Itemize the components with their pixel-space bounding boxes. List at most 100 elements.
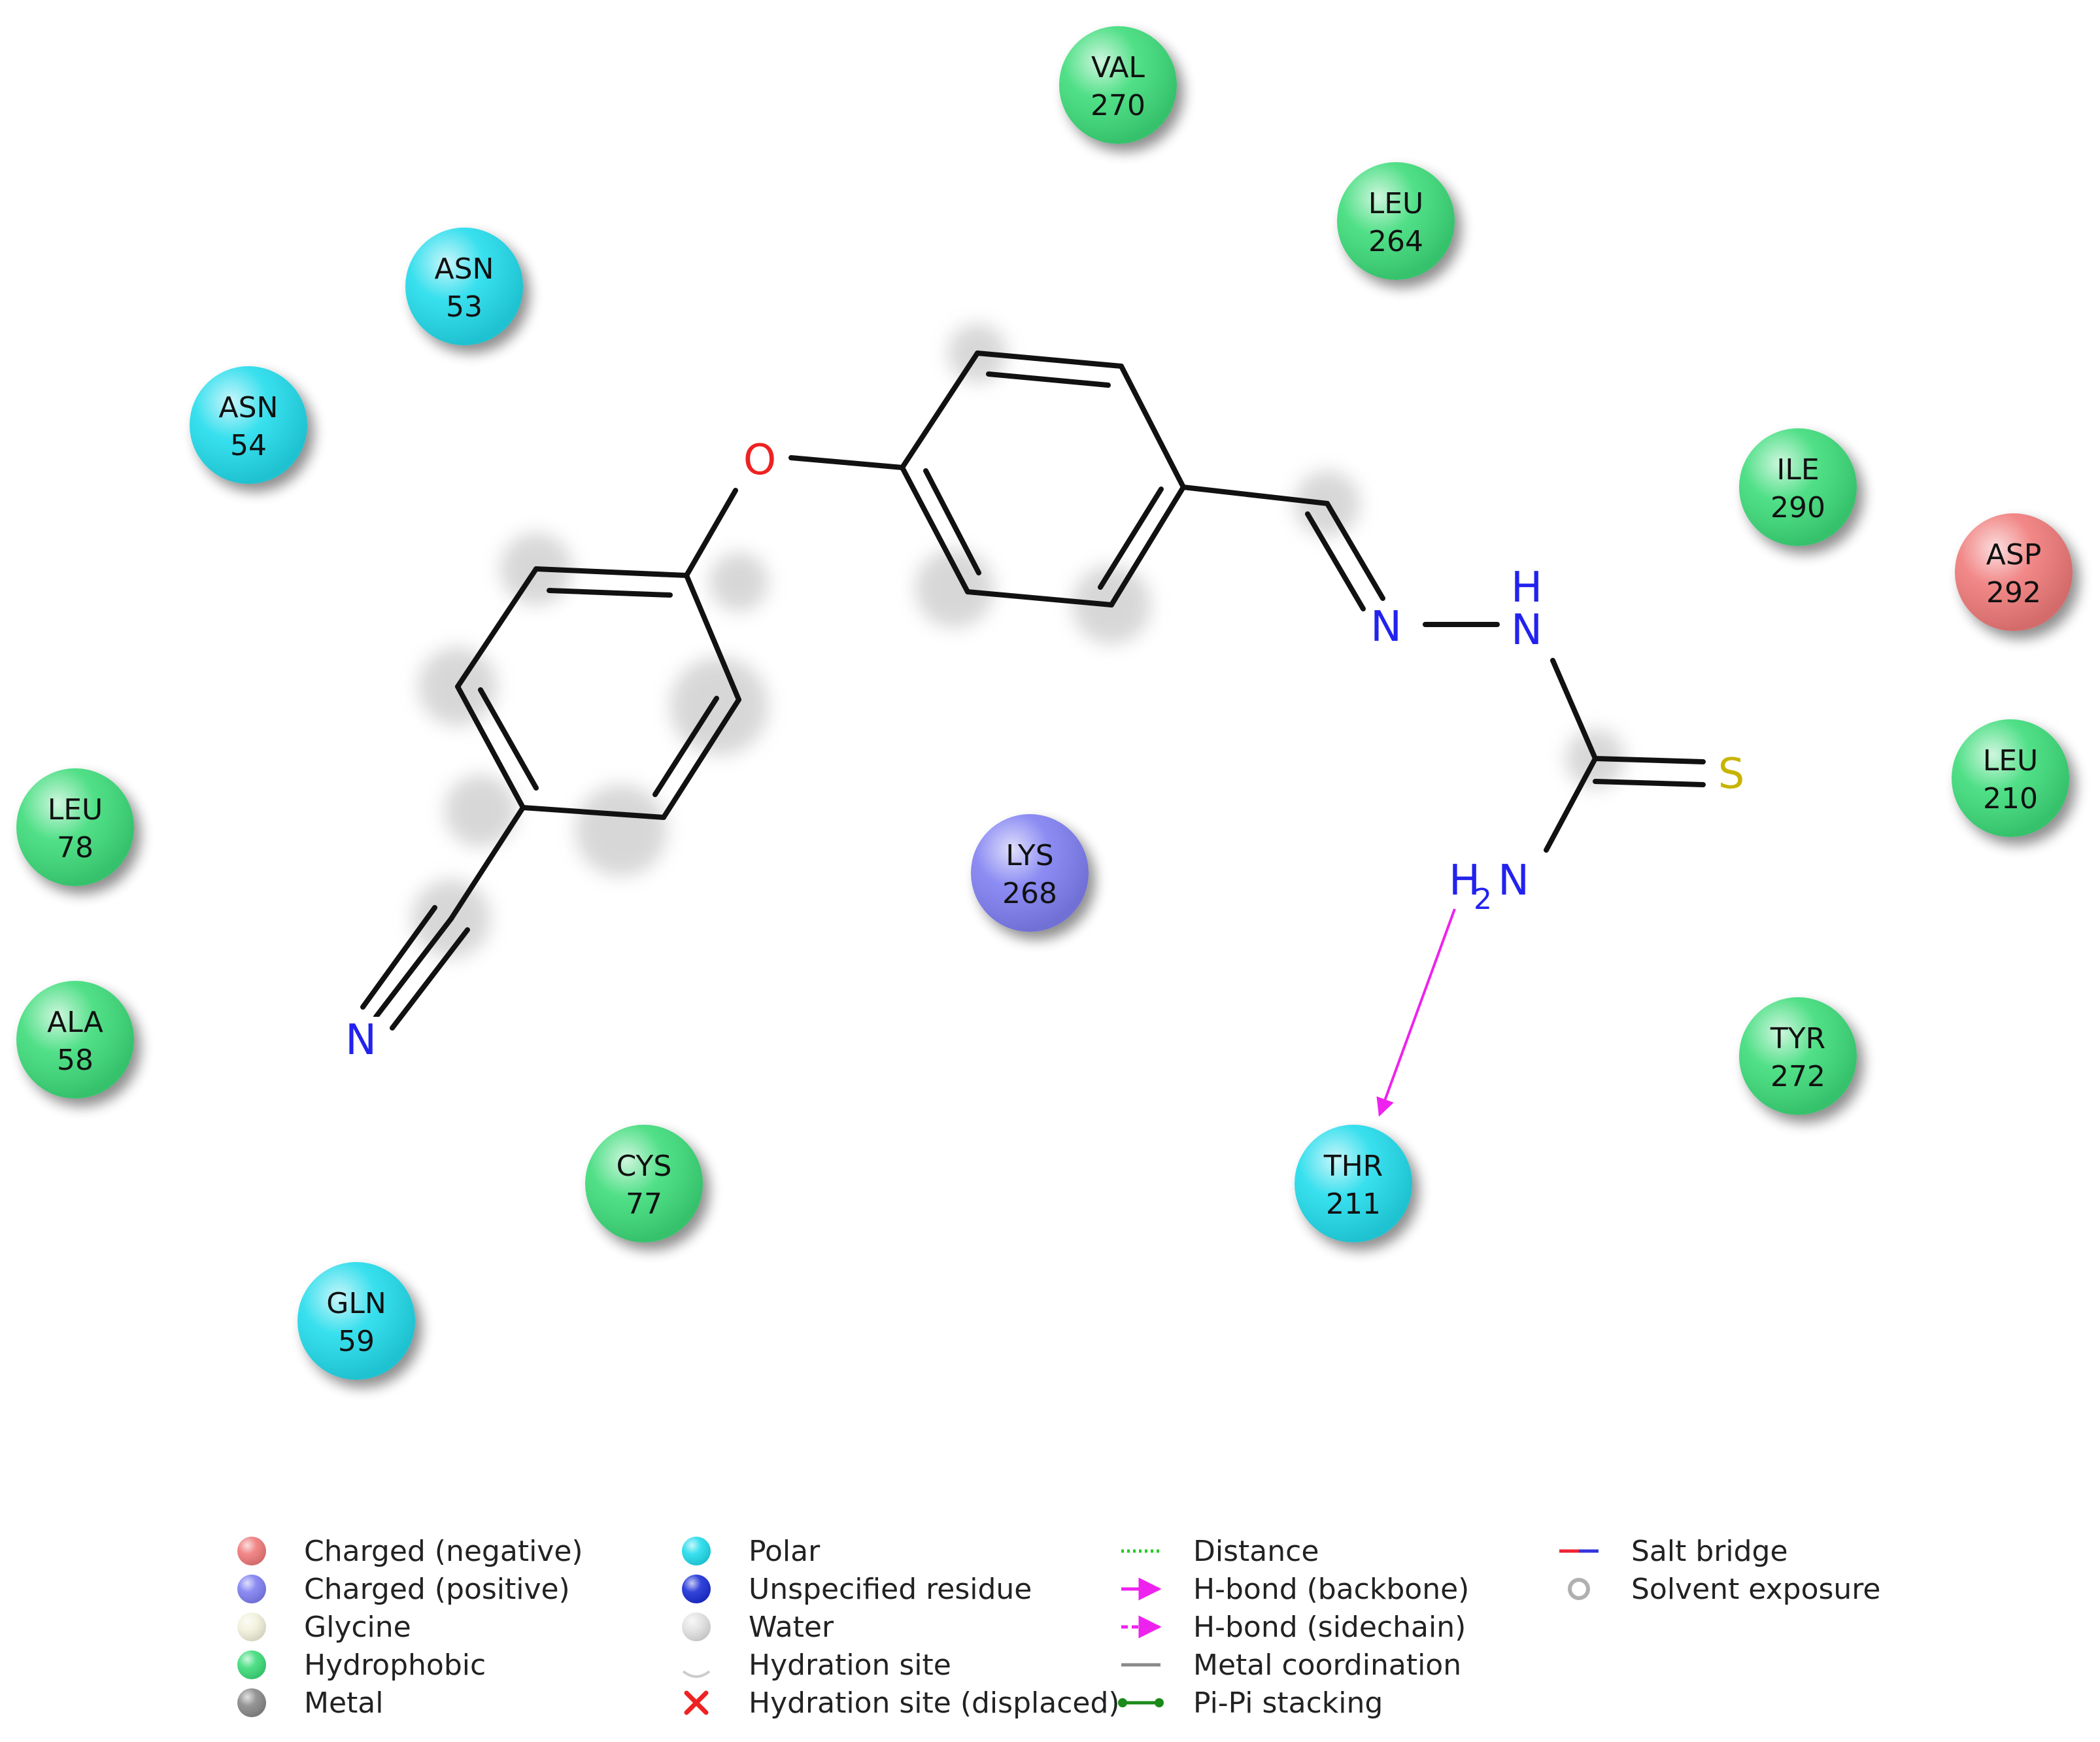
residue-number: 78 [57, 831, 93, 864]
residue-name: THR [1323, 1150, 1383, 1183]
legend-item: H-bond (backbone) [1121, 1573, 1469, 1606]
residue-sphere-shine [1955, 513, 2073, 631]
residue-val-270: VAL 270 [1059, 26, 1177, 144]
residue-name: TYR [1770, 1022, 1825, 1055]
legend-item: Hydration site [682, 1648, 951, 1682]
hydrazine-hydrogen-atom: H [1511, 564, 1542, 612]
bond [661, 697, 741, 820]
amine-hydrogen-atom: H [1449, 857, 1480, 905]
residue-number: 292 [1986, 576, 2041, 609]
legend-item: Hydrophobic [237, 1648, 486, 1682]
residue-number: 290 [1770, 491, 1825, 524]
bond [788, 455, 905, 470]
residue-number: 211 [1326, 1187, 1381, 1221]
legend-sphere-shine [237, 1575, 266, 1603]
legend-sphere-shine [682, 1575, 711, 1603]
bond [449, 805, 526, 921]
residue-number: 268 [1002, 877, 1057, 910]
pi-pi-dot-icon [1118, 1698, 1127, 1707]
residue-sphere-shine [1337, 162, 1455, 280]
bond-double [1593, 779, 1706, 787]
bond [684, 573, 741, 702]
residue-name: LEU [1368, 187, 1424, 220]
bond [1119, 364, 1186, 490]
legend-label: Polar [749, 1535, 821, 1568]
pi-pi-dot-icon [1155, 1698, 1164, 1707]
solvent-exposure-halo [670, 657, 768, 755]
bond-inner [1098, 487, 1164, 590]
residue-sphere-shine [16, 768, 134, 886]
legend-label: H-bond (sidechain) [1193, 1611, 1466, 1644]
residue-name: VAL [1091, 51, 1145, 84]
legend-item: Charged (negative) [237, 1535, 583, 1568]
legend-label: Hydration site (displaced) [749, 1686, 1120, 1720]
sulfur-atom: S [1718, 750, 1745, 798]
hbond-backbone-arrow [1376, 908, 1456, 1117]
residue-name: LYS [1006, 839, 1053, 872]
legend-item: Distance [1121, 1535, 1319, 1568]
legend-item: Solvent exposure [1568, 1573, 1881, 1606]
legend-item: Charged (positive) [237, 1573, 570, 1606]
residue-lys-268: LYS 268 [971, 814, 1089, 932]
bond [373, 916, 454, 1019]
solvent-exposure-icon [1568, 1578, 1590, 1600]
residue-number: 54 [230, 429, 267, 462]
legend-label: Metal [304, 1686, 383, 1720]
solvent-exposure-halo [915, 549, 994, 628]
legend-sphere-shine [237, 1537, 266, 1565]
residue-sphere-shine [1739, 997, 1857, 1115]
amine-subscript: 2 [1474, 883, 1492, 916]
residue-thr-211: THR 211 [1295, 1125, 1412, 1242]
bond [533, 566, 689, 578]
residue-sphere-shine [297, 1262, 415, 1380]
legend-sphere-shine [237, 1688, 266, 1717]
residue-name: ALA [47, 1006, 103, 1039]
bond [1593, 756, 1706, 764]
residue-name: LEU [1983, 744, 2039, 777]
residue-sphere-shine [16, 981, 134, 1099]
legend-label: Pi-Pi stacking [1193, 1686, 1383, 1720]
residue-sphere-shine [1059, 26, 1177, 144]
legend-label: Metal coordination [1193, 1648, 1461, 1682]
residue-number: 264 [1368, 225, 1423, 258]
bond [975, 350, 1124, 369]
legend-sphere-shine [237, 1613, 266, 1641]
bond-inner [652, 696, 719, 797]
legend-sphere-shine [682, 1613, 711, 1641]
bond [1325, 501, 1385, 601]
residue-number: 58 [57, 1044, 93, 1077]
residue-sphere-shine [1739, 428, 1857, 546]
legend-item: Hydration site (displaced) [684, 1686, 1120, 1720]
residue-sphere-shine [971, 814, 1089, 932]
bond-inner [478, 687, 539, 791]
legend-item: Metal coordination [1121, 1648, 1461, 1682]
legend: Charged (negative)Charged (positive)Glyc… [237, 1535, 1881, 1720]
bond [965, 589, 1114, 607]
bond-triple [390, 927, 470, 1031]
residue-sphere-shine [1952, 719, 2069, 837]
bond [455, 566, 539, 689]
hydration-displaced-icon [684, 1690, 709, 1715]
bond-inner [923, 468, 981, 575]
residue-name: ASN [219, 391, 279, 424]
residue-name: CYS [617, 1150, 672, 1183]
residue-name: ASN [435, 252, 494, 286]
residue-number: 53 [446, 290, 483, 324]
hydration-site-icon [682, 1670, 711, 1678]
solvent-exposure-halo [445, 775, 517, 847]
residue-number: 270 [1091, 89, 1145, 122]
residues: VAL270LEU264ASN53ASN54ILE290ASP292LEU210… [16, 26, 2073, 1380]
bond [900, 465, 970, 594]
imine-nitrogen-atom: N [1370, 603, 1402, 651]
legend-label: Hydrophobic [304, 1648, 486, 1682]
legend-item: Water [682, 1611, 834, 1644]
bond [1109, 485, 1186, 607]
ligand-bonds [360, 350, 1706, 1031]
legend-label: Charged (negative) [304, 1535, 583, 1568]
residue-name: GLN [326, 1287, 386, 1320]
legend-label: Distance [1193, 1535, 1319, 1568]
